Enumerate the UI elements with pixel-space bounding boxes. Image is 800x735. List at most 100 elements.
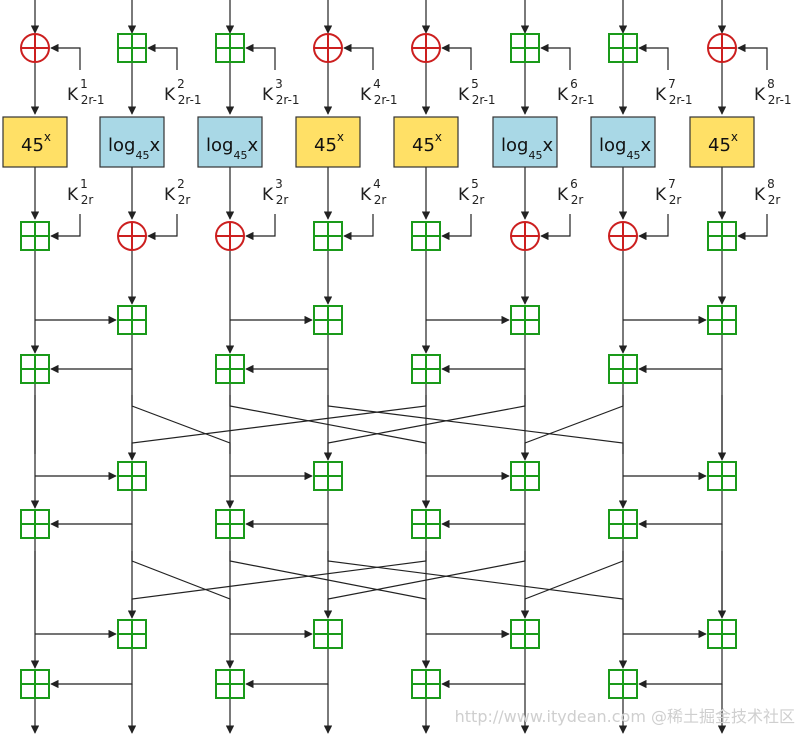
- pht-add-node: [20, 669, 50, 699]
- key-wire: [343, 43, 374, 70]
- pht-add-node: [313, 461, 343, 491]
- pht-add-node: [20, 354, 50, 384]
- mid-xor-node: [215, 221, 245, 251]
- pht-add-node: [215, 669, 245, 699]
- key-sup: 4: [373, 77, 381, 91]
- key-base: K: [557, 85, 569, 105]
- key-sup: 2: [177, 77, 185, 91]
- key-wire: [441, 214, 472, 241]
- key-wire: [147, 43, 178, 70]
- key-base: K: [655, 85, 667, 105]
- key-sup: 6: [570, 77, 578, 91]
- mid-add-node: [707, 221, 737, 251]
- key-wire: [638, 214, 669, 241]
- key-wire: [540, 43, 571, 70]
- mid-xor-node: [117, 221, 147, 251]
- mid-xor-node: [510, 221, 540, 251]
- pht-add-node: [313, 619, 343, 649]
- pht-feedback-wire: [245, 490, 329, 529]
- top-add-node: [117, 33, 147, 63]
- box-main: log: [501, 135, 528, 156]
- key-sub: 2r-1: [374, 93, 398, 107]
- permutation-wire: [327, 369, 624, 453]
- key-sub: 2r-1: [571, 93, 595, 107]
- box-sub: 45: [626, 149, 640, 162]
- pht-feedback-wire: [245, 648, 329, 689]
- key-sub: 2r-1: [81, 93, 105, 107]
- key-label-top: K6 2r-1: [557, 77, 595, 107]
- pht-feedback-wire: [638, 490, 723, 529]
- log-box: [197, 116, 263, 168]
- top-xor-node: [20, 33, 50, 63]
- key-sup: 1: [80, 77, 88, 91]
- key-sup: 2: [177, 177, 185, 191]
- key-sub: 2r-1: [178, 93, 202, 107]
- box-label: 45x: [708, 130, 738, 156]
- key-base: K: [754, 185, 766, 205]
- key-wire: [441, 43, 472, 70]
- top-add-node: [510, 33, 540, 63]
- key-sub: 2r: [472, 193, 485, 207]
- key-wire: [737, 214, 768, 241]
- box-tail: x: [640, 135, 651, 156]
- nodes: [2, 33, 755, 699]
- pht-add-node: [510, 305, 540, 335]
- key-sub: 2r-1: [669, 93, 693, 107]
- log-box: [99, 116, 165, 168]
- key-sub: 2r: [178, 193, 191, 207]
- key-sup: 5: [471, 77, 479, 91]
- box-label: log45x: [206, 135, 258, 162]
- key-sup: 3: [275, 77, 283, 91]
- key-sub: 2r: [669, 193, 682, 207]
- pht-feedback-wire: [441, 334, 526, 374]
- permutation-wire: [524, 538, 624, 609]
- box-sup: x: [435, 130, 442, 144]
- top-xor-node: [707, 33, 737, 63]
- exp-box: [2, 116, 68, 168]
- box-label: 45x: [412, 130, 442, 156]
- key-wire: [343, 214, 374, 241]
- pht-feedback-wire: [50, 490, 133, 529]
- box-tail: x: [149, 135, 160, 156]
- key-wire: [737, 43, 768, 70]
- box-label: 45x: [314, 130, 344, 156]
- permutation-wire: [327, 524, 624, 609]
- pht-feedback-wire: [441, 648, 526, 689]
- exp-box: [689, 116, 755, 168]
- key-base: K: [754, 85, 766, 105]
- key-base: K: [655, 185, 667, 205]
- log-box: [492, 116, 558, 168]
- key-base: K: [164, 85, 176, 105]
- key-sub: 2r: [81, 193, 94, 207]
- pht-add-node: [608, 669, 638, 699]
- pht-feedback-wire: [50, 334, 133, 374]
- exp-box: [295, 116, 361, 168]
- key-base: K: [360, 185, 372, 205]
- box-main: 45: [314, 135, 337, 156]
- pht-add-node: [707, 461, 737, 491]
- pht-add-node: [117, 619, 147, 649]
- key-sup: 4: [373, 177, 381, 191]
- watermark: http://www.itydean.com @稀土掘金技术社区: [455, 707, 795, 726]
- pht-feedback-wire: [638, 334, 723, 374]
- key-sub: 2r-1: [276, 93, 300, 107]
- exp-box: [393, 116, 459, 168]
- top-add-node: [215, 33, 245, 63]
- key-sub: 2r-1: [768, 93, 792, 107]
- mid-xor-node: [608, 221, 638, 251]
- box-sup: x: [44, 130, 51, 144]
- box-main: log: [206, 135, 233, 156]
- top-xor-node: [313, 33, 343, 63]
- pht-add-node: [411, 669, 441, 699]
- pht-add-node: [510, 461, 540, 491]
- mid-add-node: [20, 221, 50, 251]
- key-base: K: [458, 85, 470, 105]
